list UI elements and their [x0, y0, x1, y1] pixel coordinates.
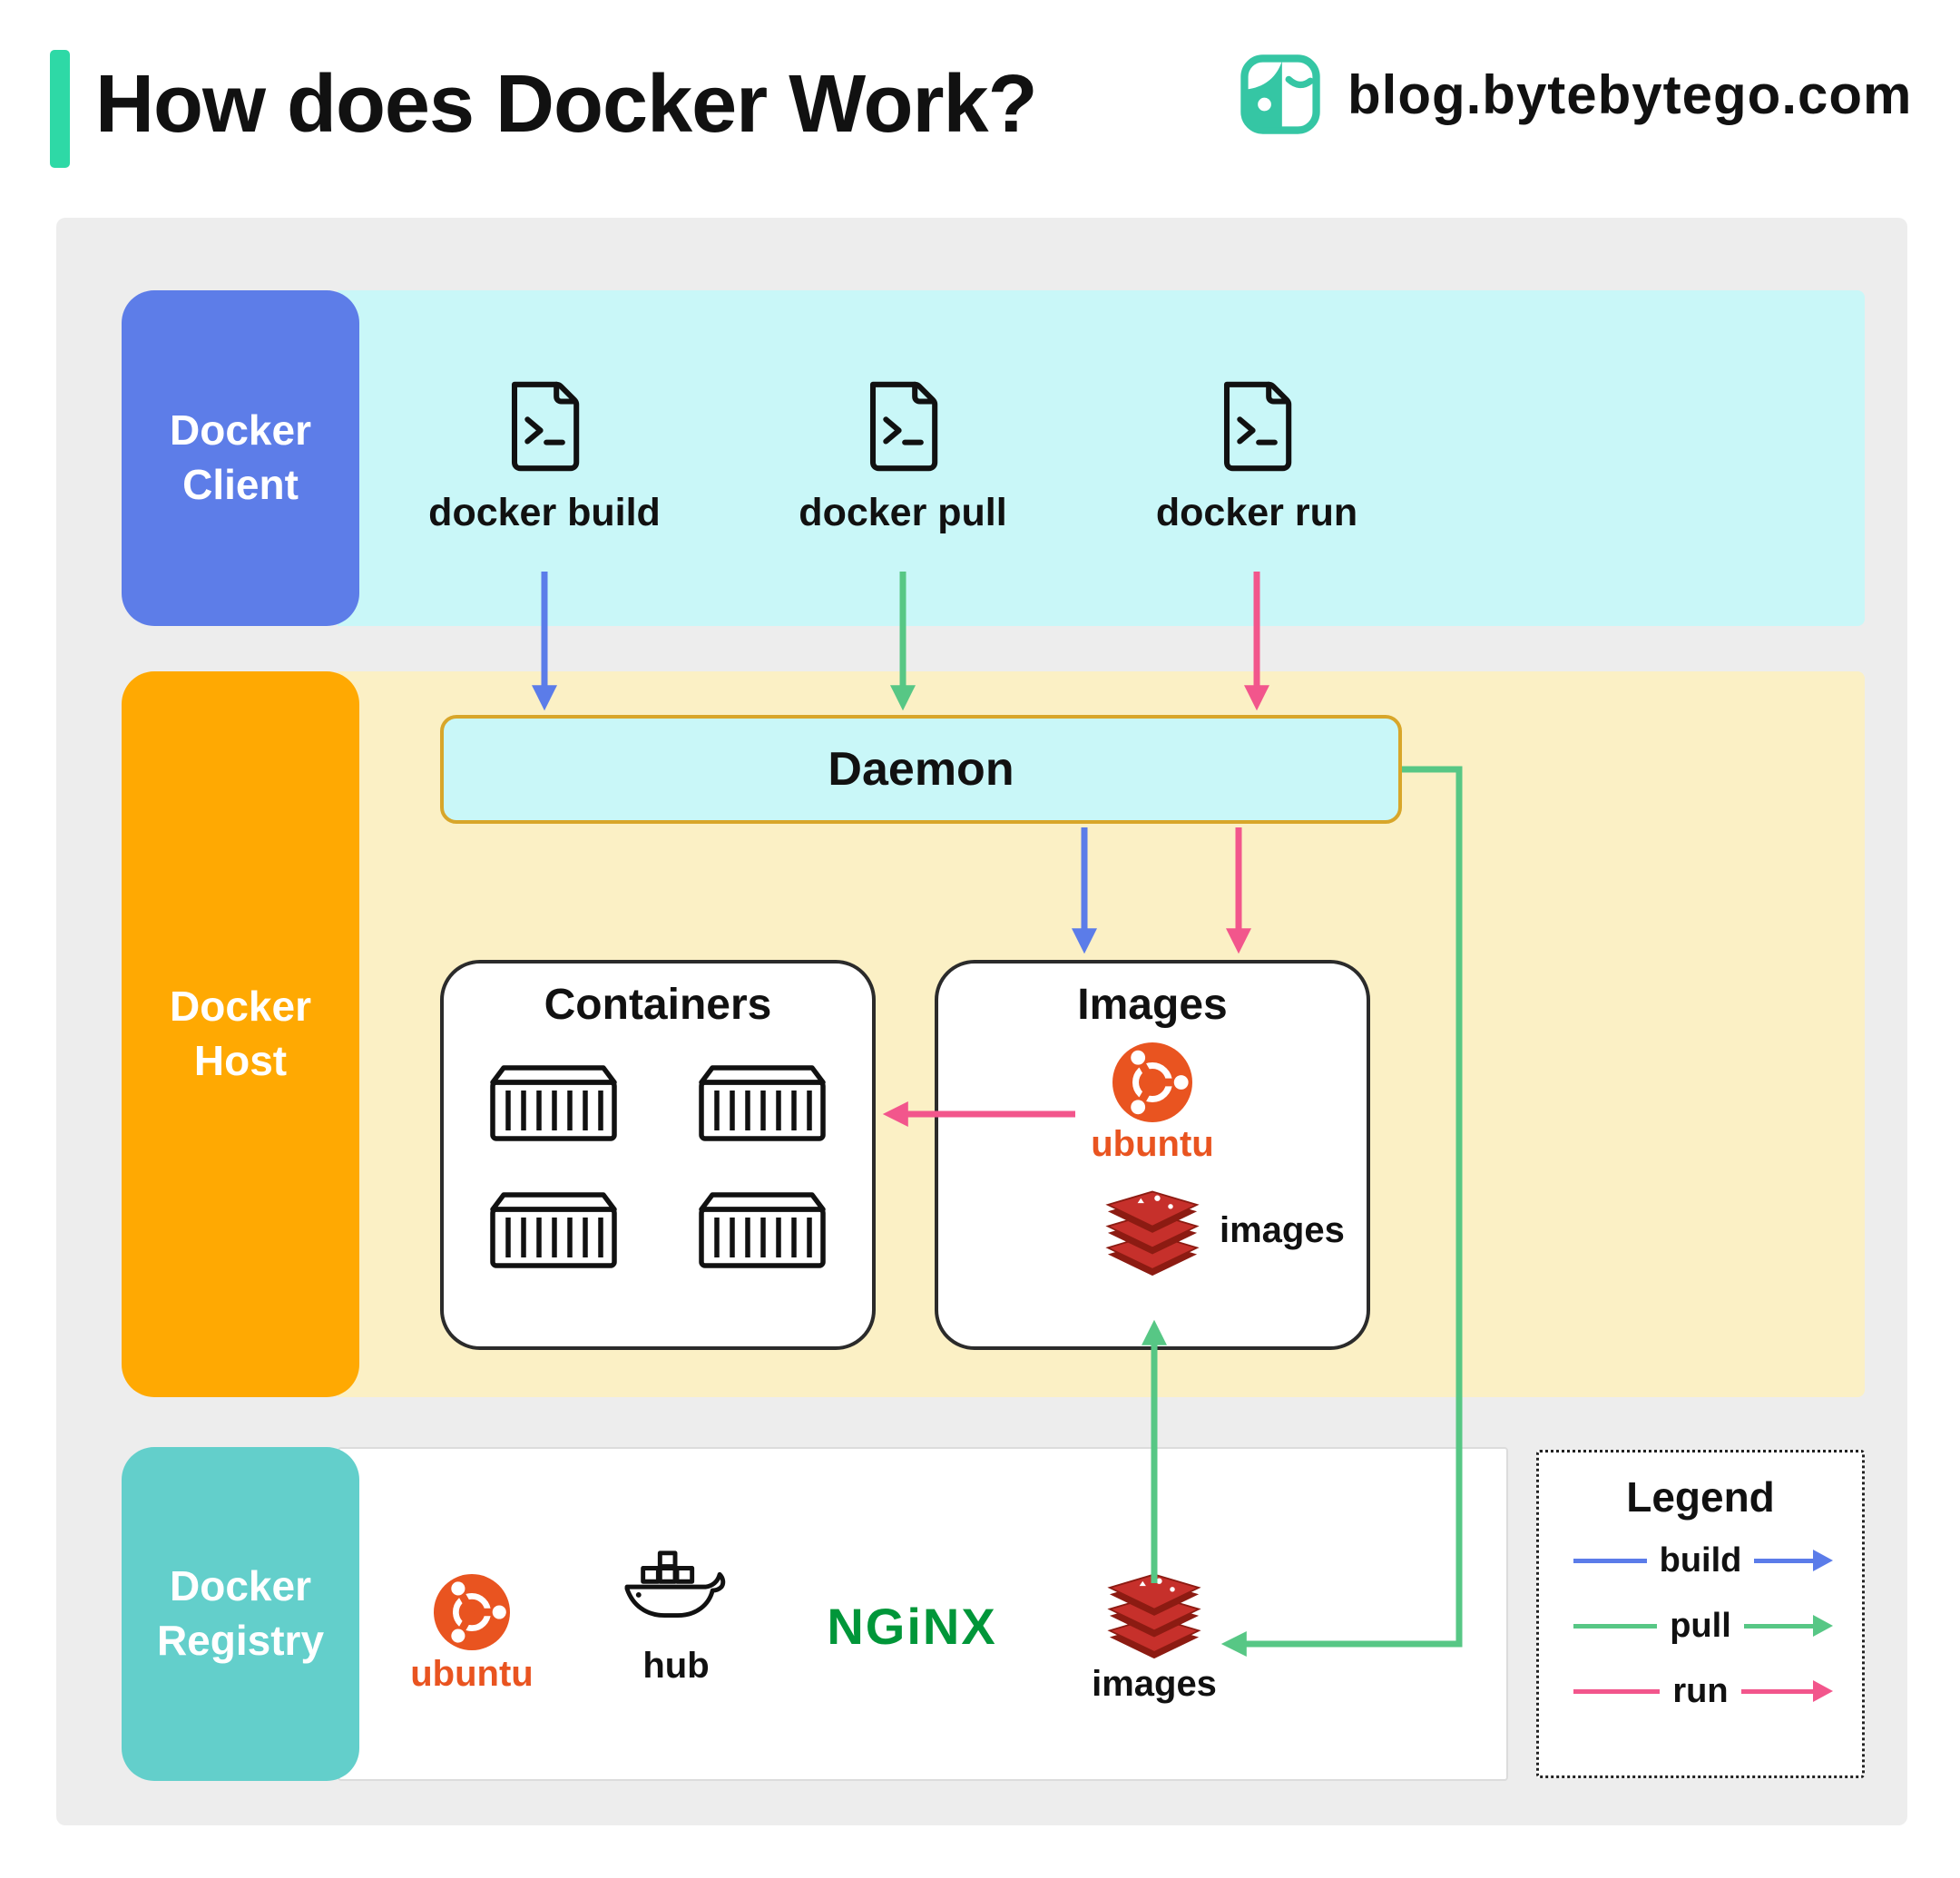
nginx-logo: NGiNX: [827, 1598, 997, 1655]
images-title: Images: [1077, 981, 1228, 1029]
script-file-icon: [1223, 381, 1292, 472]
ubuntu-logo-icon: [1112, 1042, 1192, 1122]
docker-build-command: docker build: [399, 377, 690, 535]
registry-ubuntu: ubuntu: [408, 1574, 535, 1695]
legend-item-build: build: [1573, 1534, 1833, 1587]
docker-run-command: docker run: [1112, 377, 1402, 535]
docker-pull-label: docker pull: [799, 491, 1007, 534]
registry-images-label: images: [1092, 1664, 1217, 1704]
container-icon: [699, 1192, 826, 1268]
ubuntu-logo-icon: [434, 1574, 510, 1650]
run-arrowhead-icon: [1813, 1680, 1833, 1702]
build-arrowhead-icon: [1813, 1550, 1833, 1571]
legend-box: Legend build pull run: [1536, 1450, 1865, 1778]
containers-box: Containers: [440, 960, 876, 1350]
redis-logo-icon: [1105, 1190, 1200, 1276]
registry-docker-hub: hub: [608, 1544, 744, 1687]
container-icon: [699, 1065, 826, 1141]
legend-run-label: run: [1660, 1665, 1741, 1717]
docker-host-label: Docker Host: [122, 671, 359, 1397]
ubuntu-label: ubuntu: [1091, 1124, 1214, 1164]
docker-build-label: docker build: [428, 491, 661, 534]
containers-title: Containers: [544, 981, 772, 1029]
bytebytego-logo-icon: [1240, 54, 1320, 134]
diagram-canvas: Docker Client Docker Host Docker Registr…: [56, 218, 1907, 1825]
legend-title: Legend: [1626, 1473, 1775, 1521]
script-file-icon: [869, 381, 938, 472]
legend-pull-label: pull: [1657, 1599, 1744, 1652]
redis-logo-icon: [1107, 1573, 1201, 1659]
container-icon: [490, 1192, 617, 1268]
registry-ubuntu-label: ubuntu: [410, 1654, 534, 1694]
script-file-icon: [511, 381, 580, 472]
pull-arrowhead-icon: [1813, 1615, 1833, 1637]
registry-hub-label: hub: [642, 1646, 710, 1686]
docker-registry-label: Docker Registry: [122, 1447, 359, 1781]
registry-nginx: NGiNX: [817, 1597, 1007, 1656]
brand-url: blog.bytebytego.com: [1348, 64, 1913, 125]
daemon-box: Daemon: [440, 715, 1402, 824]
images-box: Images ubuntu: [935, 960, 1370, 1350]
legend-item-run: run: [1573, 1665, 1833, 1717]
page-title: How does Docker Work?: [95, 59, 1038, 150]
legend-item-pull: pull: [1573, 1599, 1833, 1652]
title-accent-bar: [50, 50, 70, 168]
containers-grid: [485, 1057, 830, 1275]
docker-whale-icon: [624, 1550, 726, 1618]
host-images-label: images: [1220, 1210, 1345, 1250]
registry-images-redis: images: [1092, 1570, 1217, 1705]
legend-build-label: build: [1646, 1534, 1755, 1587]
docker-pull-command: docker pull: [758, 377, 1048, 535]
docker-client-panel: [338, 290, 1865, 626]
brand: blog.bytebytego.com: [1239, 53, 1912, 136]
docker-client-label: Docker Client: [122, 290, 359, 626]
host-images-redis: images: [1100, 1187, 1345, 1282]
docker-run-label: docker run: [1155, 491, 1358, 534]
container-icon: [490, 1065, 617, 1141]
